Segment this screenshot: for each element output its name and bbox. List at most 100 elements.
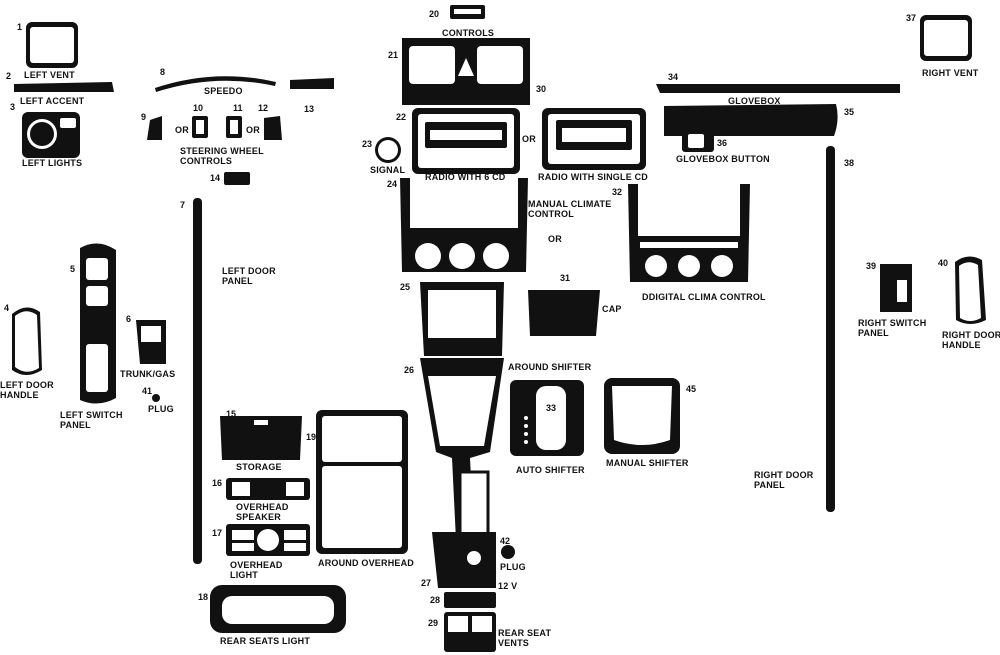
- label-rear-seat-vents-1: REAR SEAT: [498, 628, 552, 638]
- num-6: 6: [126, 314, 132, 324]
- label-rear-seats-light: REAR SEATS LIGHT: [220, 636, 311, 646]
- label-manual-climate-2: CONTROL: [528, 209, 574, 219]
- label-or-a: OR: [175, 125, 189, 135]
- part-right-door-handle-cutout: [959, 262, 981, 321]
- part-auto-shifter-dot4: [524, 440, 528, 444]
- part-overhead-speaker-c1: [232, 482, 250, 496]
- part-28: [444, 592, 496, 608]
- num-5: 5: [70, 264, 76, 274]
- num-21: 21: [388, 50, 399, 60]
- part-storage-tab: [254, 420, 268, 425]
- label-left-door-handle-1: LEFT DOOR: [0, 380, 54, 390]
- num-38: 38: [844, 158, 855, 168]
- num-1: 1: [17, 22, 23, 32]
- part-rear-seats-light-cutout: [222, 596, 334, 624]
- part-controls-right: [477, 46, 523, 84]
- part-cap: [528, 290, 600, 336]
- num-39: 39: [866, 261, 877, 271]
- label-radio-6cd: RADIO WITH 6 CD: [425, 172, 506, 182]
- part-controls-top-cutout: [454, 9, 481, 14]
- part-digital-clima-top: [638, 184, 740, 236]
- num-36: 36: [717, 138, 728, 148]
- label-controls: CONTROLS: [442, 28, 495, 38]
- part-34: [656, 84, 900, 93]
- part-overhead-light-c5: [284, 543, 306, 551]
- part-right-switch-panel: [880, 264, 912, 312]
- num-23: 23: [362, 139, 373, 149]
- num-28: 28: [430, 595, 441, 605]
- part-left-vent-cutout: [30, 27, 74, 63]
- part-overhead-light-c2: [257, 529, 279, 551]
- part-10-cutout: [196, 120, 204, 134]
- num-37: 37: [906, 13, 917, 23]
- label-cap: CAP: [602, 304, 622, 314]
- label-trunk-gas: TRUNK/GAS: [120, 369, 176, 379]
- part-9: [147, 116, 162, 140]
- part-manual-climate-knob3: [483, 243, 509, 269]
- label-left-lights: LEFT LIGHTS: [22, 158, 83, 168]
- part-left-switch-w1: [86, 258, 108, 280]
- num-17: 17: [212, 528, 223, 538]
- label-speedo: SPEEDO: [204, 86, 243, 96]
- part-left-door-panel: [193, 198, 202, 564]
- part-left-door-handle-cutout: [15, 311, 39, 372]
- num-11: 11: [233, 103, 243, 113]
- part-storage: [220, 416, 302, 460]
- label-storage-center: STORAGE: [440, 364, 486, 374]
- num-7: 7: [180, 200, 186, 210]
- num-9: 9: [141, 112, 147, 122]
- part-left-accent: [14, 82, 114, 92]
- part-around-overhead-cut1: [322, 416, 402, 462]
- part-13: [290, 78, 334, 89]
- num-19: 19: [306, 432, 317, 442]
- label-around-shifter: AROUND SHIFTER: [508, 362, 592, 372]
- label-right-door-handle-1: RIGHT DOOR: [942, 330, 1000, 340]
- num-35: 35: [844, 107, 855, 117]
- part-digital-clima-knob3: [711, 255, 733, 277]
- num-45: 45: [686, 384, 697, 394]
- label-right-door-handle-2: HANDLE: [942, 340, 981, 350]
- num-15: 15: [226, 409, 237, 419]
- part-signal-cutout: [378, 140, 398, 160]
- label-manual-shifter: MANUAL SHIFTER: [606, 458, 689, 468]
- label-12v: 12 V: [498, 581, 518, 591]
- part-25-cutout: [428, 290, 496, 338]
- num-31: 31: [560, 273, 571, 283]
- part-rear-seat-vents-c1: [448, 616, 468, 632]
- num-3: 3: [10, 102, 16, 112]
- part-left-switch-w2: [86, 286, 108, 306]
- part-auto-shifter-dot3: [524, 432, 528, 436]
- part-around-shifter-slot: [458, 470, 490, 542]
- part-overhead-light-c3: [284, 530, 306, 540]
- label-left-door-panel-1: LEFT DOOR: [222, 266, 276, 276]
- label-signal: SIGNAL: [370, 165, 406, 175]
- label-around-overhead: AROUND OVERHEAD: [318, 558, 415, 568]
- part-plug-2: [501, 545, 515, 559]
- part-plug: [152, 394, 160, 402]
- num-32: 32: [612, 187, 623, 197]
- num-26: 26: [404, 365, 415, 375]
- label-left-vent: LEFT VENT: [24, 70, 75, 80]
- label-glovebox-button: GLOVEBOX BUTTON: [676, 154, 770, 164]
- part-glovebox: [664, 104, 838, 136]
- part-controls-left: [409, 46, 455, 84]
- label-digital-clima: DDIGITAL CLIMA CONTROL: [642, 292, 766, 302]
- part-27: [432, 532, 496, 588]
- num-13: 13: [304, 104, 315, 114]
- num-30: 30: [536, 84, 547, 94]
- part-rear-seat-vents-c2: [472, 616, 492, 632]
- label-steering-2: CONTROLS: [180, 156, 233, 166]
- part-around-shifter-cutout: [428, 376, 496, 446]
- part-auto-shifter-dot2: [524, 424, 528, 428]
- part-radio-6cd-slot: [430, 130, 502, 140]
- label-steering-1: STEERING WHEEL: [180, 146, 264, 156]
- part-manual-climate-knob2: [449, 243, 475, 269]
- part-trunk-gas-cutout: [141, 326, 161, 342]
- part-12: [264, 116, 282, 140]
- num-29: 29: [428, 618, 439, 628]
- part-right-switch-cutout: [897, 280, 907, 302]
- label-or-b: OR: [246, 125, 260, 135]
- part-11-cutout: [230, 120, 238, 134]
- part-overhead-light-c1: [232, 530, 254, 540]
- num-8: 8: [160, 67, 166, 77]
